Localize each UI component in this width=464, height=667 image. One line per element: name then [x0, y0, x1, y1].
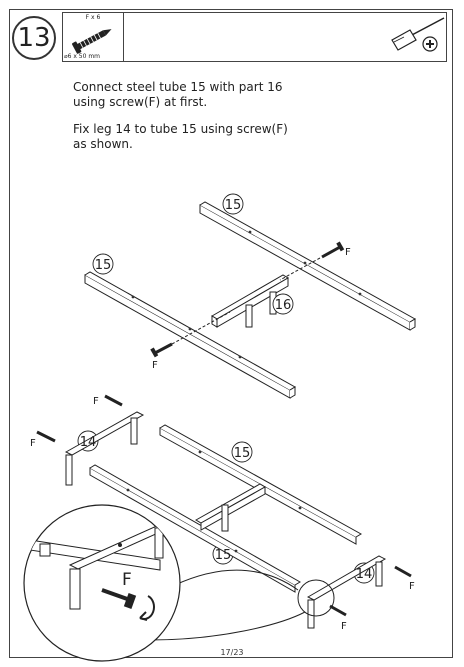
screw-f	[150, 241, 345, 358]
zoom-screw	[101, 588, 155, 621]
instruction-line: using screw(F) at first.	[73, 95, 208, 109]
zoom-leader	[174, 569, 299, 591]
zoom-detail: F	[23, 504, 181, 662]
parts-cell: F x 6 ⌀6 x 50 mm	[62, 12, 124, 62]
step-number-badge: 13	[12, 16, 56, 60]
part-quantity: F x 6	[85, 14, 101, 21]
callout-screw-f: F	[345, 247, 351, 258]
instruction-2: Fix leg 14 to tube 15 using screw(F) as …	[73, 122, 393, 152]
screw-icon	[71, 29, 112, 54]
lower-frame	[64, 411, 387, 629]
callout-screw-f: F	[30, 438, 36, 449]
hole-dots	[126, 450, 302, 553]
callout-screw-f: F	[341, 621, 347, 632]
header-box	[62, 12, 447, 62]
instruction-line: as shown.	[73, 137, 133, 151]
callout-part-16: 16	[275, 298, 292, 313]
callout-tube-15: 15	[225, 198, 242, 213]
page-frame	[9, 9, 453, 658]
callout-screw-f: F	[409, 581, 415, 592]
step-number: 13	[17, 23, 51, 53]
zoom-leader	[149, 611, 306, 641]
instruction-line: Fix leg 14 to tube 15 using screw(F)	[73, 122, 288, 136]
callout-tube-15: 15	[234, 446, 251, 461]
upper-frame	[84, 201, 416, 399]
callout-leg-14: 14	[80, 435, 97, 450]
callout-tube-15: 15	[215, 548, 232, 563]
part-size: ⌀6 x 50 mm	[64, 53, 101, 60]
hole-dots	[131, 230, 362, 359]
screw-f	[36, 394, 412, 617]
screwdriver-icon	[391, 17, 445, 52]
callout-screw-f: F	[152, 360, 158, 371]
callout-tube-15: 15	[95, 258, 112, 273]
callout-leg-14: 14	[356, 567, 373, 582]
callout-screw-f: F	[93, 396, 99, 407]
focus-circle	[297, 579, 335, 617]
page-number: 17/23	[220, 648, 244, 657]
instruction-line: Connect steel tube 15 with part 16	[73, 80, 283, 94]
zoom-callout-f: F	[122, 570, 132, 590]
instruction-1: Connect steel tube 15 with part 16 using…	[73, 80, 393, 110]
